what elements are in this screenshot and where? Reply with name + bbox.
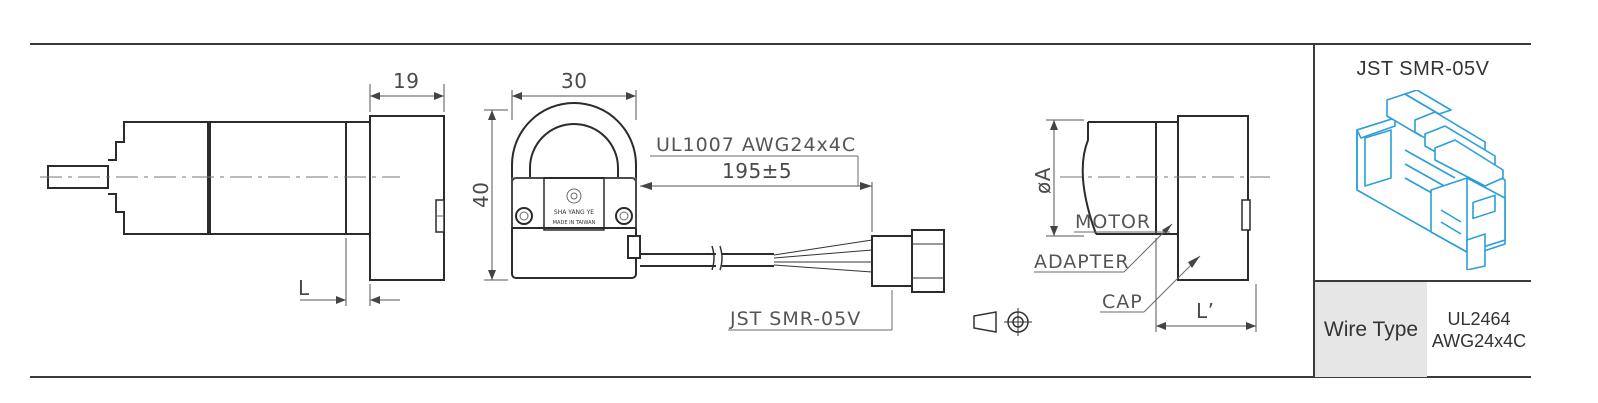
motor-side-view: 19 L bbox=[40, 69, 445, 306]
connector-section: JST SMR-05V bbox=[1315, 44, 1531, 282]
wire-type-line2: AWG24x4C bbox=[1431, 330, 1527, 351]
wire-type-row: Wire Type UL2464 AWG24x4C bbox=[1315, 282, 1531, 377]
motor-cap-view: øA MOTOR ADAPTER CAP L’ bbox=[1031, 115, 1270, 332]
wire-type-label: Wire Type bbox=[1315, 282, 1427, 377]
motor-label: MOTOR bbox=[1075, 211, 1151, 233]
projection-symbol-icon bbox=[973, 308, 1032, 336]
badge-brand: SHA YANG YE bbox=[554, 209, 594, 216]
jst-connector-icon bbox=[1356, 90, 1506, 270]
cable-spec-label: UL1007 AWG24x4C bbox=[656, 134, 856, 156]
dim-height: 40 bbox=[469, 182, 493, 208]
dim-diameter: øA bbox=[1031, 167, 1055, 194]
spec-panel: JST SMR-05V bbox=[1313, 44, 1531, 377]
cap-label: CAP bbox=[1102, 291, 1143, 313]
adapter-label: ADAPTER bbox=[1034, 251, 1130, 273]
badge-origin: MADE IN TAIWAN bbox=[553, 220, 596, 226]
connector-spec-label: JST SMR-05V bbox=[729, 308, 861, 330]
wire-type-value: UL2464 AWG24x4C bbox=[1427, 282, 1531, 377]
dim-motor-length: L bbox=[298, 276, 310, 300]
dim-cap-length: L’ bbox=[1196, 299, 1215, 323]
dim-adapter-width: 19 bbox=[393, 69, 419, 93]
dim-adapter-top-width: 30 bbox=[561, 69, 587, 93]
adapter-front-view: SHA YANG YE MADE IN TAIWAN 30 40 bbox=[469, 69, 945, 331]
connector-title: JST SMR-05V bbox=[1356, 58, 1490, 80]
wire-type-line1: UL2464 bbox=[1447, 308, 1511, 329]
dim-cable-length: 195±5 bbox=[722, 159, 792, 183]
